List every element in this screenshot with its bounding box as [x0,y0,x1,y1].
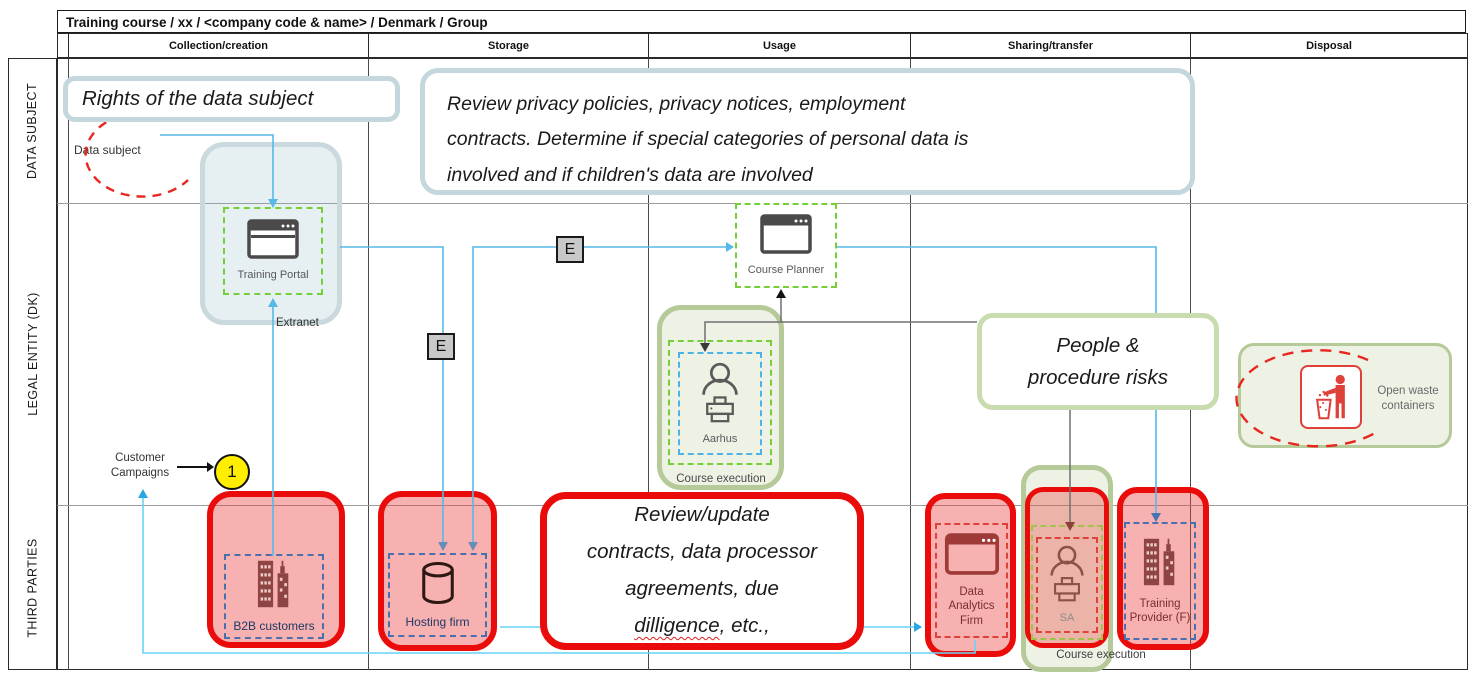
people-procedure-risks-callout[interactable]: People & procedure risks [977,313,1219,410]
aarhus-node[interactable]: Aarhus [678,352,762,455]
data-analytics-label: Data Analytics Firm [948,586,995,627]
column-header-sharing: Sharing/transfer [910,33,1191,58]
b2b-customers-label: B2B customers [233,619,315,633]
course-execution-label: Course execution [676,473,766,485]
course-planner-node[interactable]: Course Planner [735,203,837,288]
sa-node[interactable]: SA [1036,537,1098,633]
contracts-review-callout[interactable]: Review/update contracts, data processor … [540,492,864,650]
extranet-label: Extranet [276,317,319,329]
data-subject-label: Data subject [74,143,141,157]
browser-window-icon [760,213,812,259]
open-waste-label: Open waste containers [1377,385,1439,412]
person-workstation-icon [1047,544,1087,607]
b2b-customers-node[interactable]: B2B customers [224,554,324,639]
column-header-usage: Usage [648,33,911,58]
customer-campaigns-label: Customer Campaigns [110,452,170,479]
column-header-disposal: Disposal [1190,33,1468,58]
course-planner-label: Course Planner [747,263,825,276]
data-analytics-node[interactable]: Data Analytics Firm [935,523,1008,638]
course-execution-sa-label: Course execution [1056,649,1146,661]
row-label-third-parties: THIRD PARTIES [25,537,40,638]
privacy-review-callout[interactable]: Review privacy policies, privacy notices… [420,68,1195,195]
aarhus-label: Aarhus [702,432,738,445]
diagram-title: Training course / xx / <company code & n… [57,10,1466,33]
note-badge-1[interactable]: 1 [214,454,250,490]
encryption-marker-1[interactable]: E [556,236,584,263]
training-portal-node[interactable]: Training Portal [223,207,323,295]
column-header-storage: Storage [368,33,649,58]
training-provider-box[interactable] [1117,487,1209,650]
grid-body [57,58,1468,670]
sa-label: SA [1059,612,1075,625]
database-icon [419,561,457,610]
grid-vline [368,58,369,670]
browser-window-icon [944,533,1000,580]
training-portal-label: Training Portal [237,269,309,282]
person-workstation-icon [698,361,742,428]
training-provider-label: Training Provider (F) [1129,597,1191,624]
buildings-icon [1141,537,1179,592]
browser-window-icon [247,219,299,264]
row-label-column [8,58,57,670]
row-label-legal-entity: LEGAL ENTITY (DK) [25,292,40,416]
waste-disposal-icon [1300,365,1362,429]
column-header-collection: Collection/creation [68,33,369,58]
misspelled-word: dilligence [634,613,720,637]
encryption-marker-2[interactable]: E [427,333,455,360]
training-provider-node[interactable]: Training Provider (F) [1124,522,1196,640]
grid-vline [68,58,69,670]
row-label-data-subject: DATA SUBJECT [25,82,40,179]
hosting-firm-label: Hosting firm [405,614,470,629]
hosting-firm-node[interactable]: Hosting firm [388,553,487,637]
rights-of-data-subject-callout[interactable]: Rights of the data subject [63,76,400,122]
buildings-icon [255,559,293,614]
